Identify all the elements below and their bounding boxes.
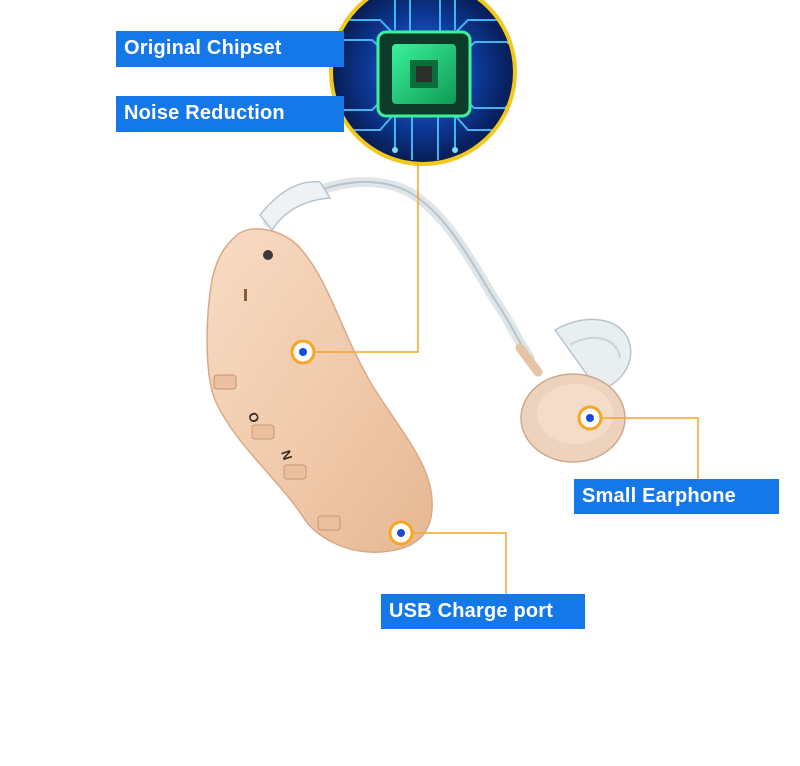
hotspot-dot-icon xyxy=(586,414,594,422)
leader-lines xyxy=(303,163,699,594)
sound-tube xyxy=(259,177,535,363)
switch-mark-n: N xyxy=(278,448,295,462)
original-chipset-label: Original Chipset xyxy=(116,31,344,67)
noise-reduction-label: Noise Reduction xyxy=(116,96,344,132)
switch-mark-o: O xyxy=(245,410,262,424)
hotspot-dot-icon xyxy=(397,529,405,537)
hearing-aid-body: O N xyxy=(206,228,433,553)
usb-charge-port-label: USB Charge port xyxy=(381,594,585,629)
hotspot-dot-icon xyxy=(299,348,307,356)
chip-zoom-circle xyxy=(329,0,517,166)
earphone xyxy=(515,318,632,463)
hotspot-earphone[interactable] xyxy=(577,405,603,431)
hotspot-chipset[interactable] xyxy=(290,339,316,365)
chip-icon xyxy=(376,30,472,118)
hotspot-usb-port[interactable] xyxy=(388,520,414,546)
small-earphone-label: Small Earphone xyxy=(574,479,779,514)
